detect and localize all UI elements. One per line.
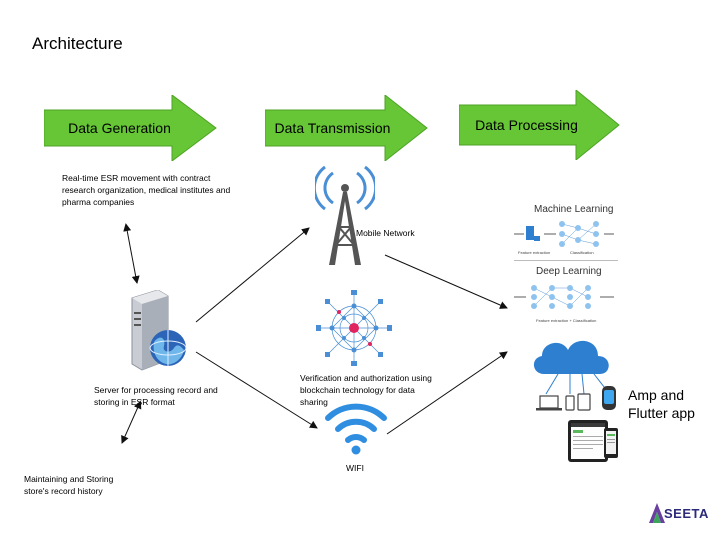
server-globe-icon [131, 290, 187, 371]
wifi-label: WIFI [346, 463, 364, 473]
stage-data-transmission: Data Transmission [265, 95, 440, 161]
blockchain-note: Verification and authorization using blo… [300, 373, 432, 407]
logo-text: SEETA [664, 506, 709, 521]
stage-label: Data Generation [68, 120, 171, 136]
ml-classification-label: Classification [570, 250, 594, 255]
ml-network-graphic [514, 221, 614, 247]
dashboard-screens-icon [568, 420, 618, 462]
ml-title: Machine Learning [534, 204, 614, 215]
arrow-realtime-server [123, 223, 140, 284]
cell-tower-icon [315, 165, 375, 265]
app-label: Amp and Flutter app [628, 387, 695, 421]
stage-label: Data Transmission [274, 120, 391, 136]
arrow-server-mobile [195, 227, 310, 323]
cloud-devices-icon [533, 340, 616, 411]
dl-title: Deep Learning [536, 266, 602, 277]
logo-mark-icon [649, 503, 665, 523]
page-title: Architecture [32, 34, 123, 53]
dl-feature-classification-label: Feature extraction + Classification [536, 318, 597, 323]
panel-divider [514, 260, 618, 261]
seeta-logo: SEETA [648, 502, 716, 526]
arrow-mobile-processing [384, 254, 508, 309]
ml-feature-extraction-label: Feature extraction [518, 250, 551, 255]
arrow-server-maintain [121, 400, 142, 444]
stage-label: Data Processing [475, 117, 578, 133]
realtime-note: Real-time ESR movement with contract res… [62, 173, 231, 207]
server-note: Server for processing record and storing… [94, 385, 218, 407]
stage-data-generation: Data Generation [44, 95, 219, 161]
dl-network-graphic [514, 285, 614, 309]
green-arrow-shape [459, 90, 620, 160]
ml-dl-panel: Machine Learning Feature extraction Clas… [512, 200, 618, 330]
arrow-wifi-processing [386, 351, 508, 435]
mobile-network-label: Mobile Network [356, 228, 415, 238]
green-arrow-shape [44, 95, 217, 161]
maintain-note: Maintaining and Storing store's record h… [24, 474, 114, 496]
wifi-icon [325, 403, 387, 455]
blockchain-network-icon [316, 290, 392, 366]
green-arrow-shape [265, 95, 428, 161]
arrow-server-wifi [195, 351, 318, 429]
stage-data-processing: Data Processing [459, 90, 634, 160]
